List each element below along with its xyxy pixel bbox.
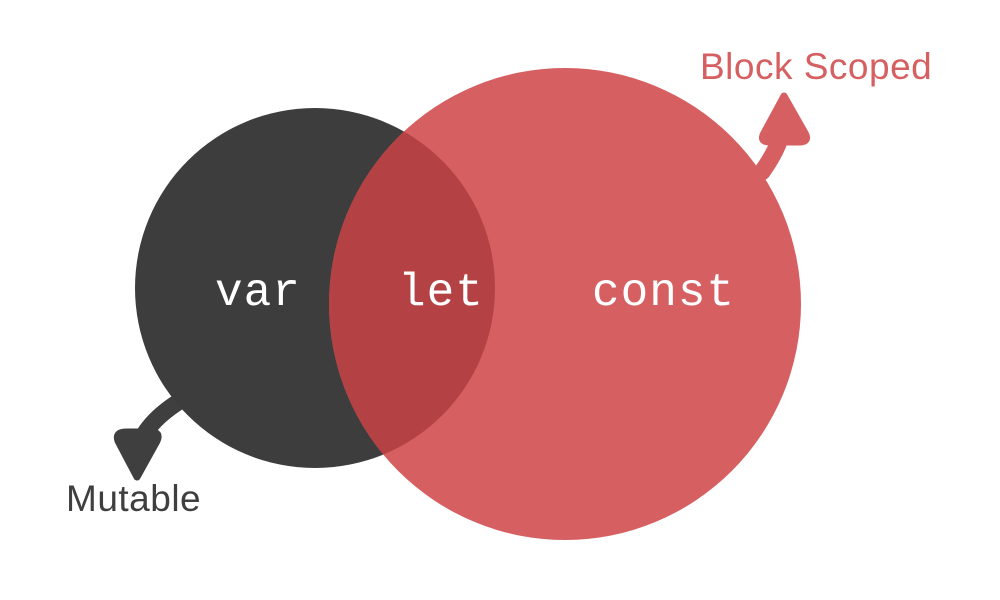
set-label-var: var	[215, 267, 301, 319]
mutable-arrow	[113, 386, 199, 481]
block-scoped-arrow	[753, 92, 810, 181]
annotation-label-mutable: Mutable	[66, 478, 201, 519]
annotation-label-block-scoped: Block Scoped	[700, 46, 932, 87]
set-label-let: let	[398, 267, 484, 319]
set-label-const: const	[592, 267, 735, 319]
